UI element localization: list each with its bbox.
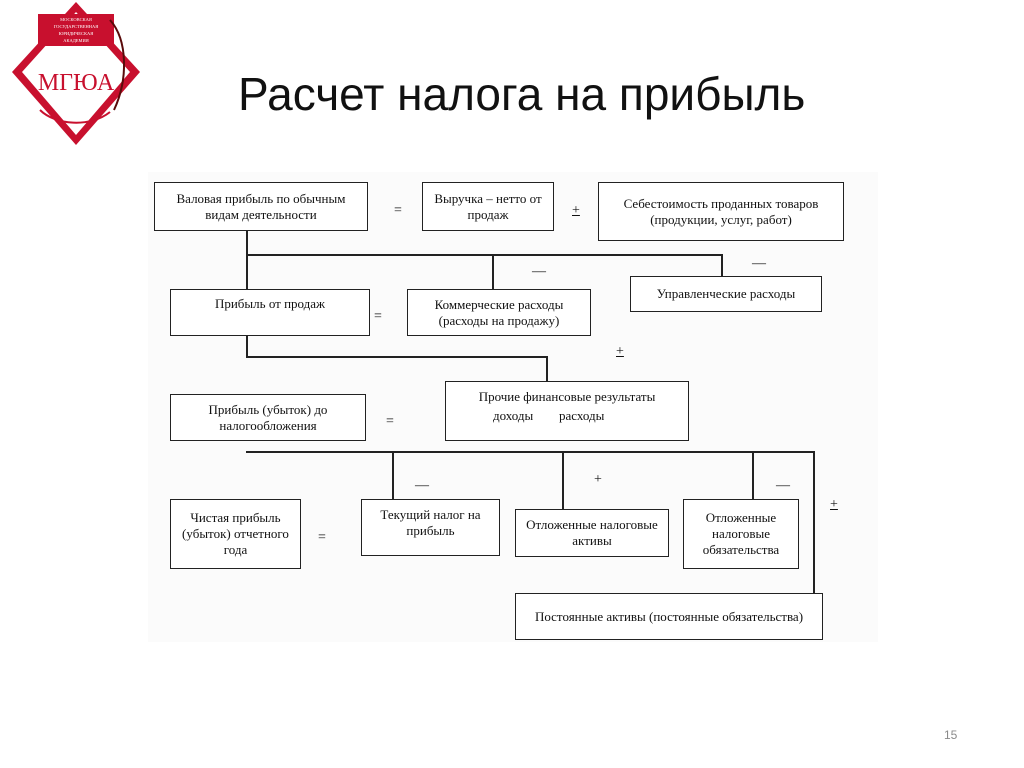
plus-sign: + bbox=[616, 344, 624, 359]
equals-sign: = bbox=[374, 309, 382, 324]
commercial-expenses-box: Коммерческие расходы (расходы на продажу… bbox=[407, 289, 591, 336]
equals-sign: = bbox=[318, 530, 326, 545]
revenue-box: Выручка – нетто от продаж bbox=[422, 182, 554, 231]
other-results-title: Прочие финансовые результаты bbox=[478, 389, 656, 404]
plus-sign: + bbox=[594, 472, 602, 487]
minus-sign: — bbox=[415, 478, 429, 493]
deferred-tax-liabilities-box: Отложенные налоговые обязательства bbox=[683, 499, 799, 569]
gross-profit-box: Валовая прибыль по обычным видам деятель… bbox=[154, 182, 368, 231]
page-title: Расчет налога на прибыль bbox=[238, 68, 806, 120]
connector bbox=[492, 254, 494, 289]
connector bbox=[546, 356, 548, 382]
connector bbox=[246, 451, 814, 453]
page-number: 15 bbox=[944, 728, 958, 742]
minus-sign: — bbox=[776, 478, 790, 493]
connector bbox=[246, 254, 722, 256]
equals-sign: = bbox=[394, 203, 402, 218]
svg-text:ГОСУДАРСТВЕННАЯ: ГОСУДАРСТВЕННАЯ bbox=[54, 24, 99, 29]
profit-from-sales-box: Прибыль от продаж bbox=[170, 289, 370, 336]
connector bbox=[392, 451, 394, 499]
profit-before-tax-box: Прибыль (убыток) до налогообложения bbox=[170, 394, 366, 441]
connector bbox=[246, 356, 547, 358]
management-expenses-box: Управленческие расходы bbox=[630, 276, 822, 312]
plus-sign: + bbox=[572, 203, 580, 218]
plus-sign: + bbox=[830, 497, 838, 512]
connector bbox=[721, 254, 723, 276]
svg-text:ЮРИДИЧЕСКАЯ: ЮРИДИЧЕСКАЯ bbox=[59, 31, 94, 36]
connector bbox=[246, 230, 248, 289]
connector bbox=[813, 451, 815, 593]
permanent-assets-box: Постоянные активы (постоянные обязательс… bbox=[515, 593, 823, 640]
current-tax-box: Текущий налог на прибыль bbox=[361, 499, 500, 556]
deferred-tax-assets-box: Отложенные налоговые активы bbox=[515, 509, 669, 557]
connector bbox=[752, 451, 754, 499]
connector bbox=[246, 335, 248, 357]
cost-of-sales-box: Себестоимость проданных товаров (продукц… bbox=[598, 182, 844, 241]
mgua-logo: МОСКОВСКАЯ ГОСУДАРСТВЕННАЯ ЮРИДИЧЕСКАЯ А… bbox=[12, 2, 140, 145]
other-income-label: доходы bbox=[493, 408, 534, 423]
minus-sign: — bbox=[532, 264, 546, 279]
other-results-box: Прочие финансовые результаты доходы расх… bbox=[445, 381, 689, 441]
equals-sign: = bbox=[386, 414, 394, 429]
svg-text:МГЮА: МГЮА bbox=[38, 70, 115, 96]
net-profit-box: Чистая прибыль (убыток) отчетного года bbox=[170, 499, 301, 569]
connector bbox=[562, 451, 564, 509]
minus-sign: — bbox=[752, 256, 766, 271]
svg-text:АКАДЕМИЯ: АКАДЕМИЯ bbox=[63, 38, 89, 43]
other-expenses-label: расходы bbox=[559, 408, 605, 423]
svg-text:МОСКОВСКАЯ: МОСКОВСКАЯ bbox=[60, 17, 92, 22]
